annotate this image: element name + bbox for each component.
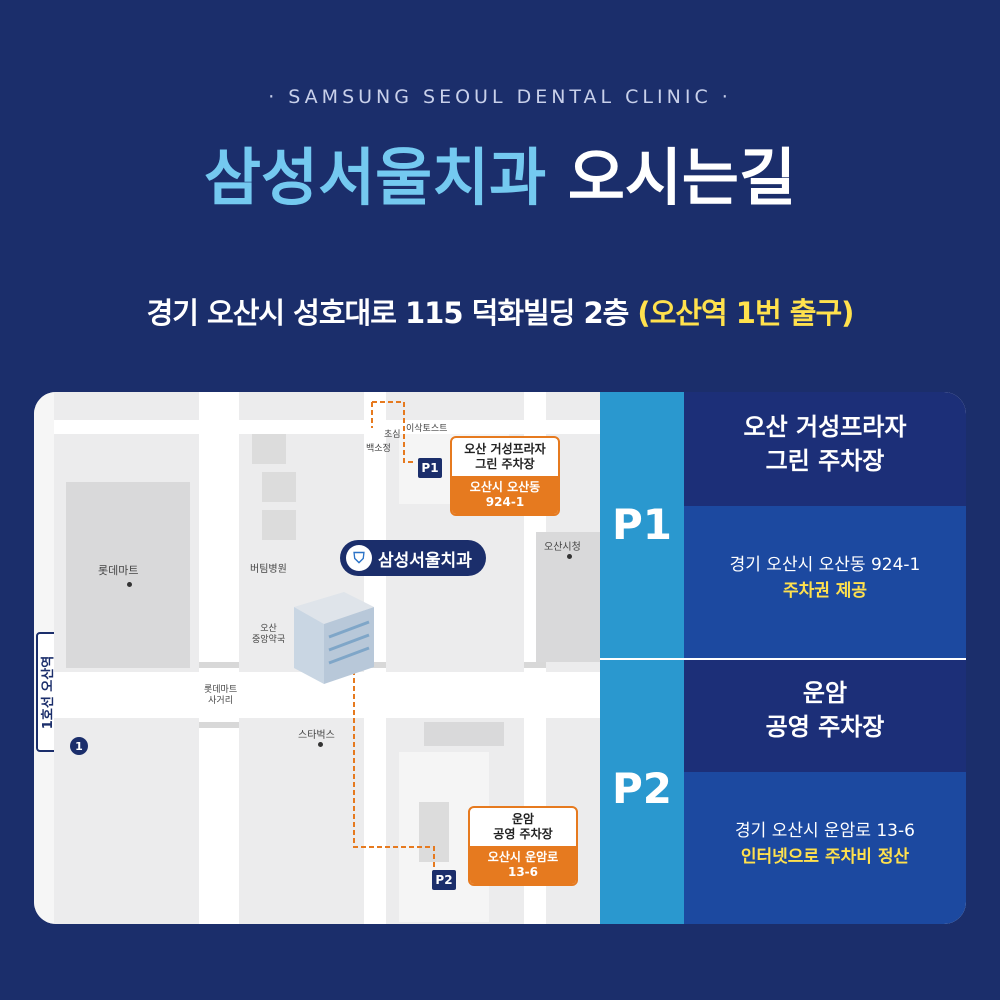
- clinic-address: 경기 오산시 성호대로 115 덕화빌딩 2층 (오산역 1번 출구): [0, 290, 1000, 332]
- p2-label: P2: [611, 764, 672, 813]
- p2-name-panel: 운암 공영 주차장: [684, 660, 966, 772]
- directions-card: 1호선 오산역: [34, 392, 966, 924]
- exit-number-badge: 1: [70, 737, 88, 755]
- tooth-icon: ⛉: [346, 545, 372, 571]
- p1-map-box: 오산 거성프라자 그린 주차장 오산시 오산동 924-1: [450, 436, 560, 516]
- p1-label: P1: [611, 500, 672, 549]
- place-starbucks: 스타벅스: [298, 730, 335, 741]
- title-clinic-name: 삼성서울치과: [203, 141, 547, 214]
- p2-address-panel: 경기 오산시 운암로 13-6 인터넷으로 주차비 정산: [684, 772, 966, 924]
- place-dot: [318, 742, 323, 747]
- place-lotte-mart: 롯데마트: [98, 564, 139, 577]
- place-dot: [127, 582, 132, 587]
- address-text: 경기 오산시 성호대로 115 덕화빌딩 2층: [146, 296, 630, 330]
- p2-map-box: 운암 공영 주차장 오산시 운암로 13-6: [468, 806, 578, 886]
- p1-map-tag: P1: [418, 458, 442, 478]
- place-butim: 버팀병원: [250, 564, 287, 575]
- place-dot: [567, 554, 572, 559]
- p1-address-panel: 경기 오산시 오산동 924-1 주차권 제공: [684, 506, 966, 658]
- place-lotte-crossroad: 롯데마트 사거리: [204, 685, 238, 706]
- p2-map-tag: P2: [432, 870, 456, 890]
- place-isak: 이삭토스트: [406, 424, 448, 434]
- title-directions: 오시는길: [567, 141, 796, 214]
- page-title: 삼성서울치과 오시는길: [0, 138, 1000, 218]
- address-exit: (오산역 1번 출구): [637, 296, 854, 330]
- place-city-hall: 오산시청: [544, 542, 581, 553]
- panel-divider: [600, 658, 966, 660]
- place-baek: 백소정: [366, 444, 391, 454]
- p1-name-panel: 오산 거성프라자 그린 주차장: [684, 392, 966, 506]
- place-chosim: 초심: [384, 430, 401, 440]
- clinic-english-name: · SAMSUNG SEOUL DENTAL CLINIC ·: [268, 86, 732, 108]
- location-map: 롯데마트 버팀병원 오산 중앙약국 롯데마트 사거리 스타벅스 오산시청 초심 …: [54, 392, 634, 924]
- map-streets: [54, 392, 634, 924]
- clinic-location-pin: ⛉ 삼성서울치과: [340, 540, 486, 576]
- place-osan-pharmacy: 오산 중앙약국: [252, 624, 286, 645]
